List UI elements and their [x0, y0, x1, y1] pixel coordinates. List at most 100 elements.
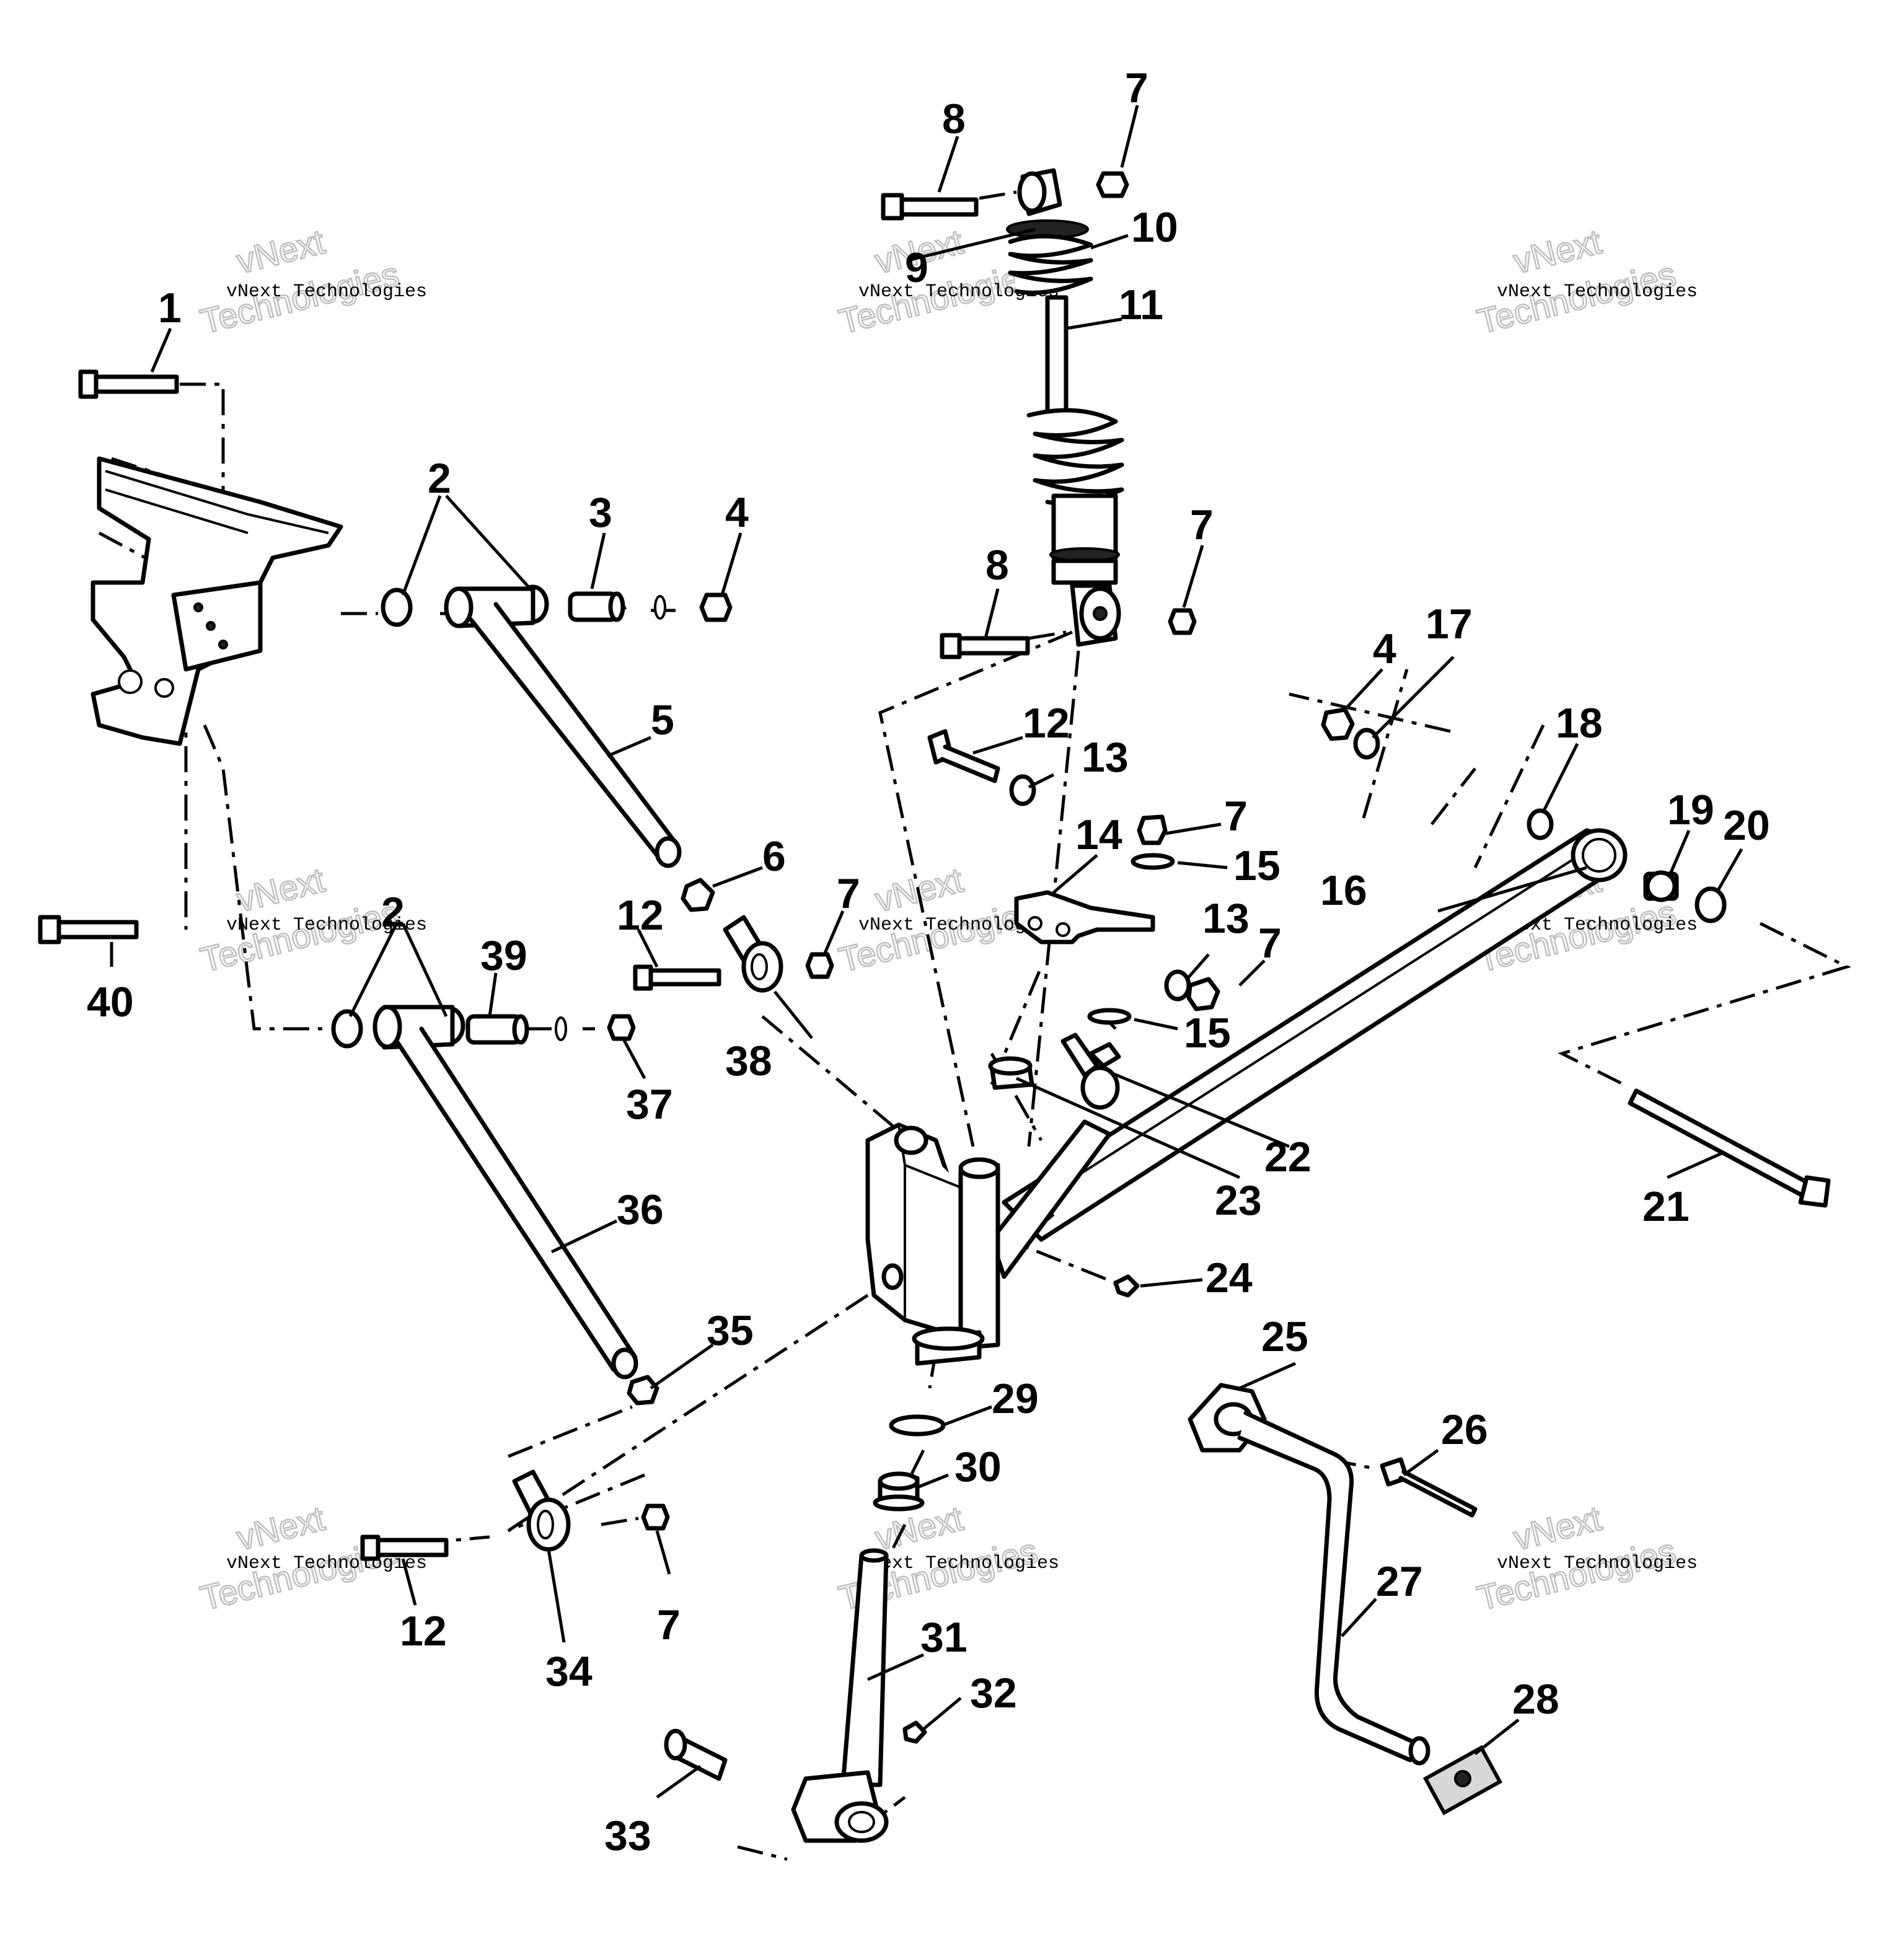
o-ring	[654, 595, 666, 620]
part-33-pin	[664, 1728, 728, 1781]
part-40-bolt	[38, 915, 139, 944]
callout-39: 39	[480, 932, 527, 979]
callout-5: 5	[651, 697, 674, 744]
part-11-shock-absorber	[1006, 168, 1124, 647]
callout-37: 37	[626, 1081, 673, 1128]
svg-text:vNext: vNext	[1510, 222, 1606, 281]
callout-23: 23	[1215, 1177, 1262, 1224]
callout-21: 21	[1642, 1183, 1690, 1230]
callout-19: 19	[1667, 786, 1714, 834]
callout-7: 7	[1224, 793, 1248, 840]
callout-17: 17	[1426, 601, 1473, 648]
watermark: vNext Technologies	[196, 859, 403, 980]
part-14-bracket	[1014, 890, 1155, 944]
callout-25: 25	[1261, 1313, 1308, 1360]
part-34-rod-end	[512, 1469, 571, 1552]
callout-4: 4	[725, 489, 749, 536]
o-ring	[555, 1016, 567, 1041]
callout-30: 30	[954, 1443, 1002, 1490]
callout-24: 24	[1205, 1254, 1253, 1301]
svg-text:vNext: vNext	[233, 222, 329, 281]
part-13-washer	[1009, 774, 1036, 806]
callout-7: 7	[1258, 920, 1282, 967]
part-26-pin	[1380, 1457, 1478, 1518]
part-7-nut	[641, 1503, 670, 1531]
part-1-bolt	[78, 369, 179, 399]
part-30-bushing	[873, 1471, 925, 1512]
callout-7: 7	[837, 870, 860, 917]
callout-13: 13	[1082, 734, 1129, 781]
part-18-washer	[1527, 808, 1554, 840]
callout-38: 38	[725, 1037, 772, 1085]
part-19-bushing	[1643, 870, 1679, 902]
part-8-bolt	[881, 193, 979, 221]
svg-text:vNext: vNext	[1510, 1499, 1606, 1558]
part-7-nut	[1186, 977, 1220, 1011]
part-7-nut	[1137, 814, 1168, 845]
callout-13: 13	[1202, 895, 1250, 942]
watermark: vNext Technologies	[834, 1497, 1042, 1618]
part-2-bushing	[381, 588, 413, 627]
callout-14: 14	[1075, 811, 1122, 858]
callout-10: 10	[1131, 204, 1178, 251]
svg-text:Technologies: Technologies	[196, 892, 402, 979]
watermark: vNext Technologies	[1473, 1497, 1680, 1618]
part-20-ring	[1695, 886, 1727, 923]
part-39-sleeve	[465, 1014, 529, 1045]
callout-4: 4	[1373, 625, 1396, 672]
callout-29: 29	[992, 1375, 1039, 1422]
callout-8: 8	[942, 95, 966, 143]
part-2-bushing	[331, 1009, 363, 1049]
watermark-text: vNext Technologies	[226, 281, 427, 302]
part-7-nut	[805, 952, 834, 979]
part-28-handle-pad	[1422, 1745, 1503, 1816]
callout-15: 15	[1233, 842, 1280, 889]
part-6-nut	[681, 878, 715, 912]
callout-28: 28	[1512, 1676, 1559, 1723]
callout-27: 27	[1376, 1558, 1423, 1605]
part-24-grease-fitting	[1113, 1274, 1140, 1298]
watermark-text: vNext Technologies	[1497, 281, 1698, 302]
callout-31: 31	[920, 1614, 967, 1661]
callout-22: 22	[1264, 1134, 1311, 1181]
watermark: vNext Technologies	[196, 221, 403, 341]
callout-labels: 1 2 2 3 4 4 5 6 7 7 7 7 7 7 8 8 9 10 11 …	[87, 64, 1770, 1859]
frame-bracket	[90, 456, 343, 746]
callout-35: 35	[707, 1307, 754, 1354]
part-4-nut	[1321, 707, 1355, 741]
part-29-washer	[889, 1414, 946, 1437]
part-21-shaft	[1628, 1088, 1831, 1208]
callout-11: 11	[1119, 281, 1163, 328]
part-32-grease-fitting	[902, 1720, 927, 1744]
part-36-lower-a-arm	[372, 1005, 638, 1380]
callout-1: 1	[158, 284, 182, 332]
part-37-nut	[607, 1014, 636, 1041]
callout-6: 6	[762, 833, 786, 880]
callout-26: 26	[1441, 1406, 1488, 1453]
callout-8: 8	[985, 542, 1009, 589]
part-13-washer	[1164, 969, 1191, 1002]
part-27-steering-bar	[1237, 1411, 1430, 1766]
callout-18: 18	[1556, 700, 1603, 747]
callout-36: 36	[617, 1186, 664, 1233]
callout-2: 2	[428, 455, 451, 502]
part-7-nut	[1168, 608, 1197, 635]
callout-12: 12	[1023, 700, 1070, 747]
callout-9: 9	[905, 244, 928, 291]
watermark: vNext Technologies	[1473, 221, 1680, 341]
part-5-upper-a-arm	[444, 586, 682, 868]
callout-16: 16	[1320, 867, 1367, 914]
part-15-washer	[1130, 853, 1175, 870]
part-4-nut	[699, 592, 733, 622]
callout-2: 2	[381, 889, 405, 936]
part-38-rod-end	[723, 915, 783, 993]
callout-40: 40	[87, 979, 134, 1026]
part-22-eye-bolt	[1060, 1032, 1121, 1110]
part-15-washer	[1087, 1008, 1132, 1025]
part-12-bolt	[633, 964, 721, 991]
callout-3: 3	[589, 489, 612, 536]
part-3-sleeve	[568, 591, 625, 622]
svg-text:vNext: vNext	[233, 1499, 329, 1558]
part-31-spindle	[791, 1548, 889, 1843]
